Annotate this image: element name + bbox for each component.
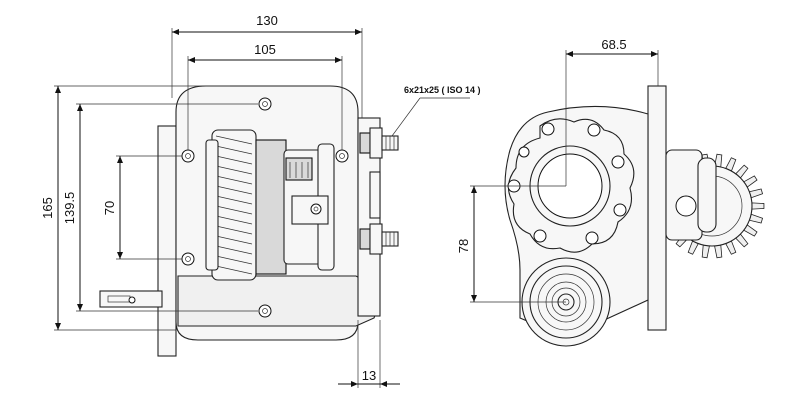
- helical-tooth-line: [215, 145, 253, 155]
- dim-overall-width: 130: [256, 13, 278, 28]
- spline-hub: [369, 171, 381, 219]
- side-flange-plate: [647, 85, 667, 331]
- dim-flange-offset: 68.5: [601, 37, 626, 52]
- helical-tooth-line: [215, 165, 253, 175]
- gear-assembly: [205, 129, 335, 281]
- front-mounting-plate: [157, 125, 177, 357]
- helical-tooth-line: [215, 235, 253, 245]
- helical-tooth-line: [215, 185, 253, 195]
- helical-tooth-line: [215, 205, 253, 215]
- output-housing: [177, 275, 379, 327]
- helical-tooth-line: [215, 225, 253, 235]
- dim-stud-projection: 13: [362, 368, 376, 383]
- helical-tooth-line: [215, 175, 253, 185]
- front-view: 6x21x25 ( ISO 14 ) 130 105 165 139.5 70: [40, 13, 481, 388]
- dim-bolt-span-height: 139.5: [62, 192, 77, 225]
- bolt-hole-bottom-center: [258, 304, 272, 318]
- helical-tooth-line: [215, 155, 253, 165]
- dim-bolt-span-width: 105: [254, 42, 276, 57]
- dim-overall-height: 165: [40, 197, 55, 219]
- dim-inner-bolt-height: 70: [102, 201, 117, 215]
- side-view: 68.5 78: [456, 37, 765, 347]
- lower-stud: [359, 223, 399, 255]
- spline-spec-callout: 6x21x25 ( ISO 14 ): [404, 85, 481, 95]
- helical-tooth-line: [215, 245, 253, 255]
- helical-tooth-line: [215, 265, 253, 275]
- dim-output-shaft-height: 78: [456, 239, 471, 253]
- upper-stud: [359, 127, 399, 159]
- helical-tooth-line: [215, 195, 253, 205]
- helical-tooth-line: [215, 255, 253, 265]
- helical-tooth-line: [215, 215, 253, 225]
- bolt-hole-left-lower: [181, 252, 195, 266]
- bolt-hole-right-upper: [335, 149, 349, 163]
- bolt-hole-top-center: [258, 97, 272, 111]
- helical-tooth-line: [215, 135, 253, 145]
- bolt-hole-left-upper: [181, 149, 195, 163]
